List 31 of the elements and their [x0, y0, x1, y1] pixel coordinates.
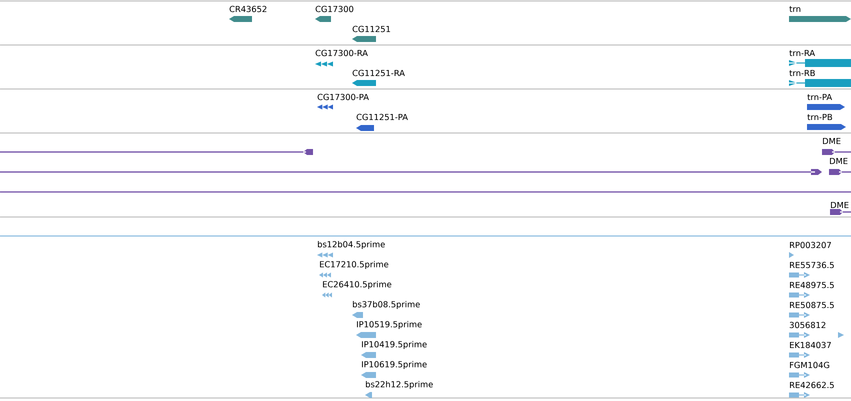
feature-label: CR43652 [230, 6, 266, 12]
feature-label: CG11251-RA [352, 70, 405, 76]
feature-label: DME [823, 138, 840, 144]
feature-label: RE48975.5 [790, 282, 834, 288]
feature-label: EK184037 [790, 342, 831, 348]
feature-label: RE55736.5 [790, 262, 834, 268]
feature-label: bs22h12.5prime [366, 380, 433, 389]
feature-label: DME [831, 202, 848, 208]
feature-label: trn-PA [807, 94, 832, 100]
feature-label: trn [789, 6, 800, 12]
feature-label: CG17300-RA [316, 50, 368, 56]
feature-label: EC26410.5prime [323, 280, 392, 289]
feature-label: IP10419.5prime [362, 340, 427, 349]
feature-label: trn-RA [789, 50, 815, 56]
feature-label: IP10519.5prime [357, 320, 422, 329]
feature-label: RE42662.5 [790, 382, 834, 388]
feature-label: EC17210.5prime [320, 260, 388, 269]
feature-label: CG17300 [316, 6, 354, 12]
feature-label: trn-RB [789, 70, 815, 76]
feature-label: IP10619.5prime [362, 360, 427, 369]
feature-label: DME [830, 158, 848, 164]
feature-label: FGM104G [790, 362, 830, 368]
feature-label: RP003207 [790, 242, 831, 248]
feature-label: bs12b04.5prime [318, 240, 385, 249]
feature-label: CG11251-PA [356, 114, 408, 120]
feature-label: trn-PB [807, 114, 832, 120]
feature-label: CG11251 [352, 26, 390, 32]
feature-label: RE50875.5 [790, 302, 834, 308]
feature-label: bs37b08.5prime [352, 300, 420, 309]
feature-label: 3056812 [790, 322, 826, 328]
feature-label: CG17300-PA [318, 94, 369, 100]
